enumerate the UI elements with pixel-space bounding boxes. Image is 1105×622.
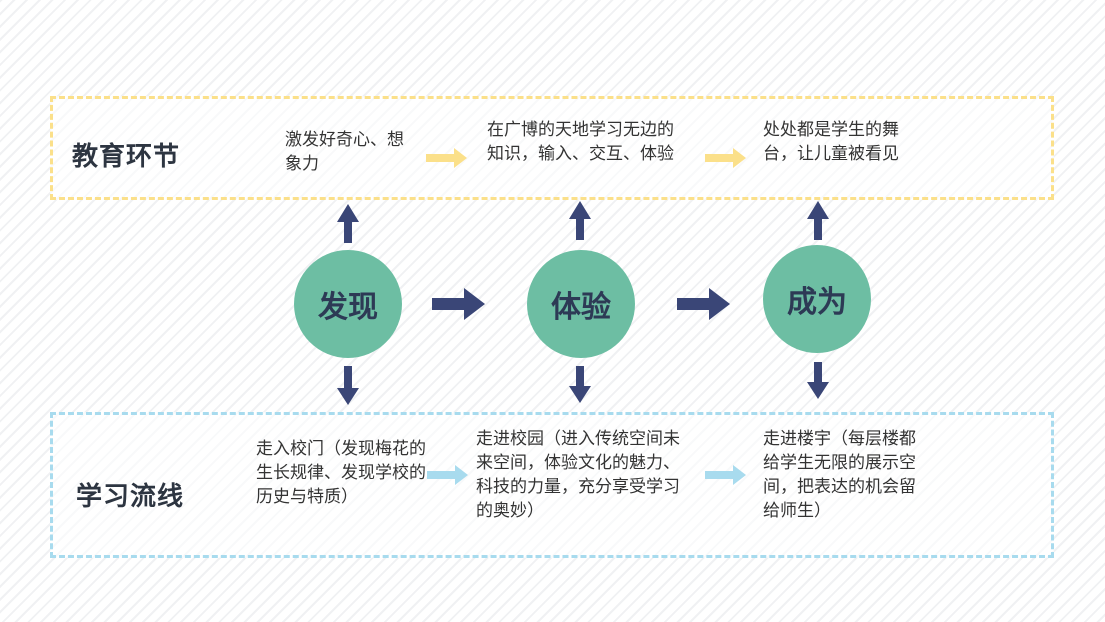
arrow-right-bottom-2 (705, 465, 746, 485)
stage-label-become: 成为 (787, 285, 847, 320)
arrow-right-top-1 (426, 148, 467, 168)
bottom-text-experience: 走进校园（进入传统空间未来空间，体验文化的魅力、科技的力量，充分享受学习的奥妙） (476, 429, 680, 521)
bottom-text-discover: 走入校门（发现梅花的生长规律、发现学校的历史与特质） (256, 439, 426, 507)
stage-circle-discover: 发现 (294, 250, 402, 358)
stage-label-experience: 体验 (551, 290, 611, 325)
stage-circle-experience: 体验 (527, 250, 635, 358)
arrow-right-main-1 (432, 288, 485, 320)
stage-circle-become: 成为 (763, 245, 871, 353)
arrow-right-bottom-1 (427, 465, 468, 485)
arrow-up-2 (569, 201, 591, 240)
arrow-up-1 (337, 204, 359, 243)
band-title-learning-flow: 学习流线 (76, 482, 185, 512)
top-text-become: 处处都是学生的舞台，让儿童被看见 (763, 120, 899, 164)
bottom-text-become: 走进楼宇（每层楼都给学生无限的展示空间，把表达的机会留给师生） (763, 429, 916, 521)
arrow-right-main-2 (677, 288, 730, 320)
stage-label-discover: 发现 (318, 290, 378, 325)
arrow-up-3 (807, 201, 829, 240)
arrow-right-top-2 (705, 148, 746, 168)
education-stage-band (50, 96, 1054, 200)
arrow-down-2 (569, 366, 591, 403)
top-text-experience: 在广博的天地学习无边的知识，输入、交互、体验 (487, 120, 674, 164)
arrow-down-3 (807, 362, 829, 399)
band-title-education: 教育环节 (72, 142, 181, 172)
top-text-discover: 激发好奇心、想象力 (285, 130, 404, 174)
arrow-down-1 (337, 366, 359, 405)
learning-flow-band (50, 412, 1054, 558)
